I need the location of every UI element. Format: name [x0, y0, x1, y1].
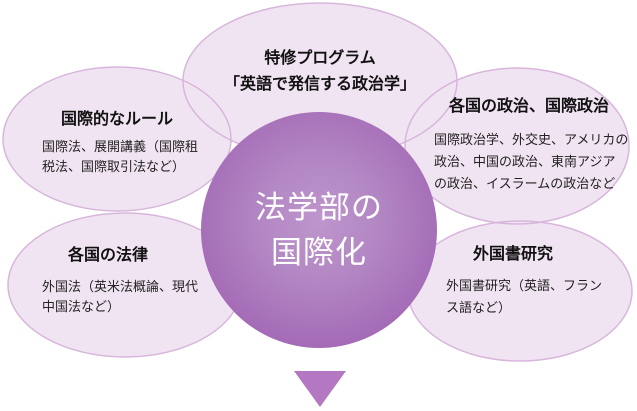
- left-upper-bubble-body: 国際法、展開講義（国際租 税法、国際取引法など）: [42, 139, 199, 174]
- left-upper-bubble-outline: [2, 66, 232, 212]
- right-lower-bubble: [408, 221, 632, 361]
- left-lower-bubble-body: 外国法（英米法概論、現代 中国法など）: [42, 279, 199, 314]
- right-lower-bubble-body: 外国書研究（英語、フラン ス語など）: [446, 278, 603, 315]
- top-bubble: [183, 3, 457, 159]
- right-upper-bubble-body: 国際政治学、外交史、アメリカの 政治、中国の政治、東南アジア の政治、イスラーム…: [434, 132, 629, 191]
- right-upper-bubble-title: 各国の政治、国際政治: [448, 98, 609, 115]
- down-triangle-icon: [294, 371, 346, 407]
- left-upper-bubble: [3, 67, 231, 211]
- left-upper-bubble-title: 国際的なルール: [60, 111, 173, 128]
- center-circle-label: 法学部の 国際化: [255, 190, 383, 270]
- right-upper-bubble: [405, 68, 629, 224]
- right-lower-bubble-title: 外国書研究: [472, 246, 553, 263]
- center-circle: [201, 112, 437, 348]
- right-upper-bubble-outline: [404, 67, 630, 225]
- top-bubble-title: 特修プログラム 「英語で発信する政治学」: [223, 50, 416, 93]
- left-lower-bubble: [8, 213, 242, 357]
- left-lower-bubble-title: 各国の法律: [67, 247, 148, 264]
